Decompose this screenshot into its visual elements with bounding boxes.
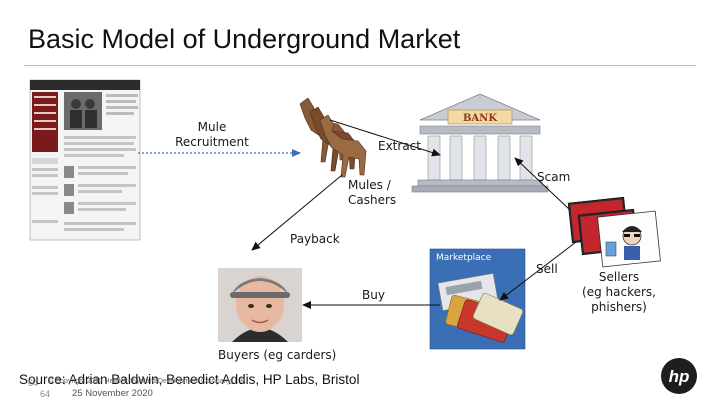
source-citation: Source: Adrian Baldwin, Benedict Addis, … [19,372,360,387]
extract-arrow [329,119,441,157]
scam-label: Scam [537,170,571,184]
page-number: 64 [28,378,39,388]
svg-text:hp: hp [669,367,690,386]
buyer-photo [218,268,302,342]
marketplace-image [429,248,526,350]
hp-logo: hp [661,358,697,394]
buy-label: Buy [362,288,385,302]
sell-label: Sell [536,262,558,276]
extract-label: Extract [378,139,421,153]
card-stack-icon [567,196,661,268]
mules-cashers-label: Mules / Cashers [348,178,397,207]
slide-title: Basic Model of Underground Market [28,24,461,54]
page-number-secondary: 64 [40,389,51,399]
bank-icon: BANK [411,93,549,193]
sellers-label: Sellers (eg hackers, phishers) [582,270,656,314]
marketplace-label: Marketplace [436,253,492,263]
title-divider [24,65,696,66]
payback-label: Payback [290,232,340,246]
recruitment-website-screenshot [29,79,141,241]
buyers-label: Buyers (eg carders) [218,348,337,362]
mule-recruitment-label: Mule Recruitment [175,120,249,149]
sell-arrow [499,241,577,301]
copyright-notice: © Copyright 2010 Hewlett-Packard Develop… [48,378,246,385]
payback-arrow [251,174,343,251]
bank-sign: BANK [463,113,497,124]
scam-arrow [514,157,571,211]
slide-date: 25 November 2020 [72,388,153,399]
horses-icon [299,97,367,178]
